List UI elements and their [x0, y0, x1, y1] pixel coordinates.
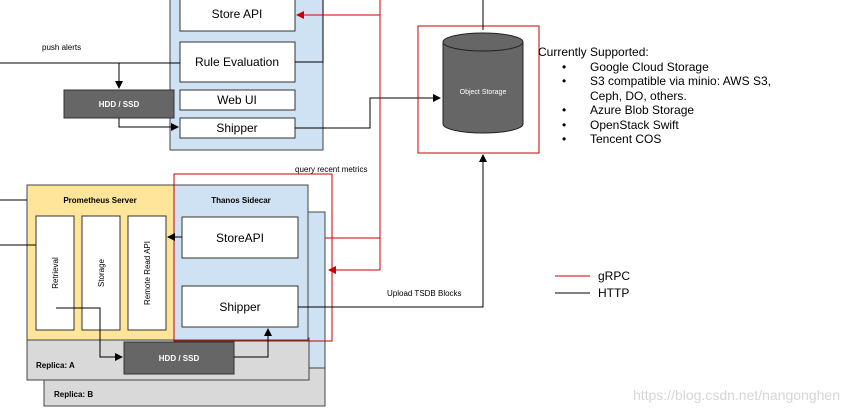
list-item: •OpenStack Swift — [562, 117, 679, 132]
top-hdd-ssd-label: HDD / SSD — [99, 100, 140, 109]
object-storage-highlight — [417, 25, 540, 154]
store-api-label: Store API — [212, 7, 263, 21]
retrieval-box[interactable] — [35, 215, 75, 331]
replica-b-label: Replica: B — [54, 390, 93, 399]
top-shipper-label: Shipper — [216, 121, 257, 135]
bullet-icon: • — [562, 74, 567, 88]
web-ui-box[interactable] — [179, 89, 296, 111]
hdd-to-shipper-arrow-bottom — [234, 328, 272, 358]
store-api-box[interactable] — [179, 0, 296, 32]
top-shipper-to-storage-arrow — [295, 94, 441, 129]
upload-tsdb-label: Upload TSDB Blocks — [387, 289, 462, 298]
storage-label: Storage — [97, 258, 106, 287]
object-storage-cylinder-top — [442, 32, 524, 52]
retrieval-label: Retrieval — [51, 257, 60, 289]
legend-grpc-label: gRPC — [598, 269, 630, 283]
replica-b-sidecar-edge — [307, 211, 326, 369]
upload-blocks-arrow — [298, 154, 487, 308]
supported-storage-list: Currently Supported: •Google Cloud Stora… — [538, 45, 771, 147]
storage-to-hdd-arrow — [56, 307, 123, 361]
sidecar-shipper-label: Shipper — [219, 300, 260, 314]
object-storage-cylinder[interactable] — [442, 42, 524, 134]
bottom-hdd-ssd-label: HDD / SSD — [159, 354, 200, 363]
list-item: •Google Cloud Storage — [562, 59, 709, 74]
remote-read-api-label: Remote Read API — [143, 241, 152, 305]
rule-eval-connector — [295, 0, 324, 63]
prometheus-server-title: Prometheus Server — [63, 196, 136, 205]
web-ui-label: Web UI — [217, 93, 257, 107]
list-item: •S3 compatible via minio: AWS S3, — [562, 74, 771, 88]
query-recent-metrics-label: query recent metrics — [295, 165, 367, 174]
rule-evaluation-box[interactable] — [179, 41, 296, 83]
bullet-icon: • — [562, 117, 567, 132]
supported-title: Currently Supported: — [538, 45, 649, 59]
bullet-icon: • — [562, 59, 567, 74]
top-hdd-ssd-box — [63, 89, 175, 119]
hdd-to-shipper-arrow — [118, 118, 179, 131]
replica-a-label: Replica: A — [36, 361, 75, 370]
bullet-icon: • — [562, 103, 567, 117]
bottom-hdd-ssd-box — [123, 341, 235, 375]
list-item: Ceph, DO, others. — [590, 88, 687, 103]
bullet-icon: • — [562, 132, 567, 146]
list-item: •Tencent COS — [562, 132, 662, 146]
sidecar-storeapi-box[interactable] — [181, 216, 299, 259]
watermark: https://blog.csdn.net/nangonghen — [632, 387, 840, 403]
thanos-sidecar-title: Thanos Sidecar — [211, 196, 271, 205]
rule-evaluation-label: Rule Evaluation — [195, 55, 279, 69]
list-item: •Azure Blob Storage — [562, 103, 695, 117]
sidecar-storeapi-label: StoreAPI — [216, 231, 264, 245]
sidecar-highlight — [173, 173, 333, 342]
push-alerts-label: push alerts — [42, 43, 81, 52]
object-storage-label: Object Storage — [460, 89, 507, 96]
legend-http-label: HTTP — [598, 286, 629, 300]
remote-read-api-box[interactable] — [127, 215, 167, 331]
storage-box[interactable] — [81, 215, 121, 331]
